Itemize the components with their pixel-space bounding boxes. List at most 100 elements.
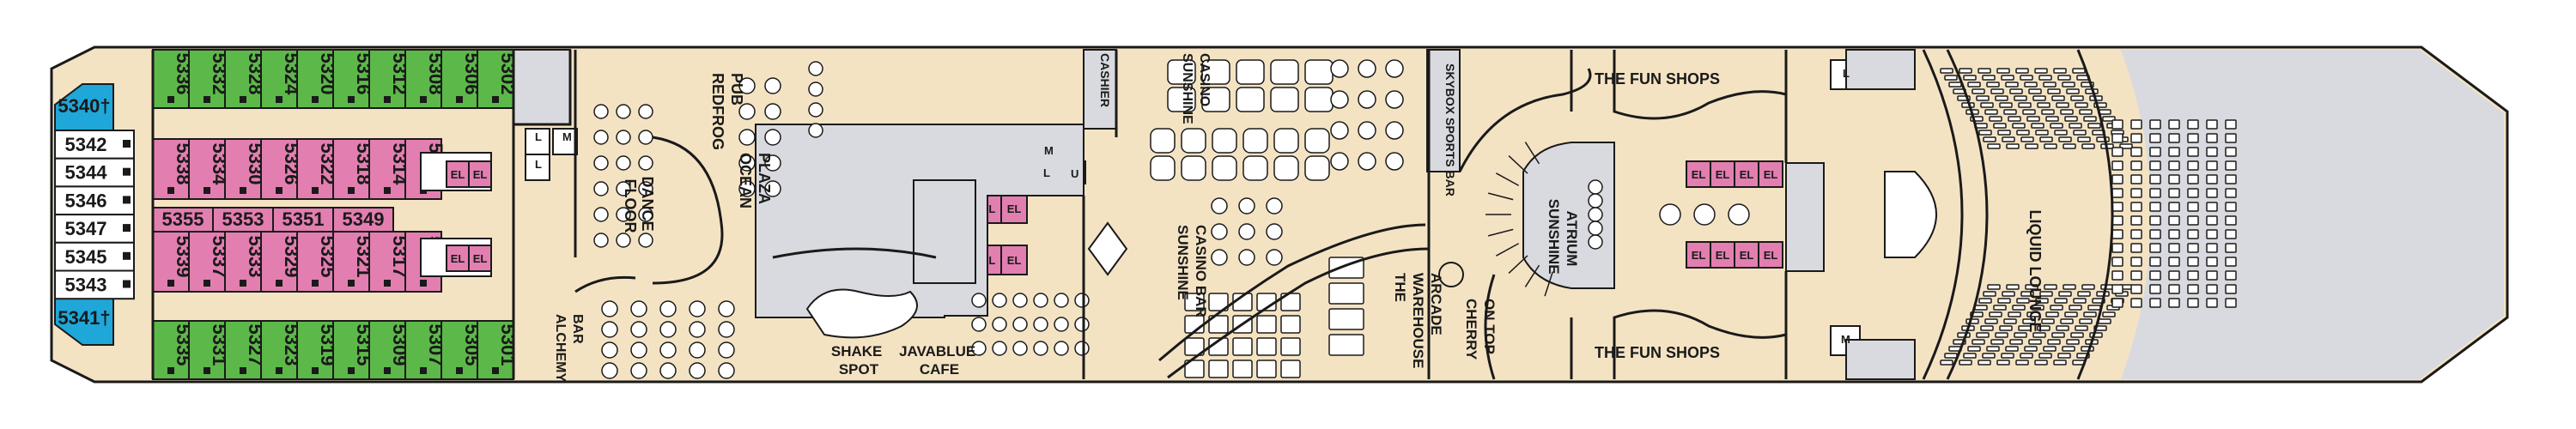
cabin-5344: [54, 157, 135, 188]
table: [2225, 133, 2237, 143]
table: [1208, 360, 1229, 378]
table: [1980, 102, 1994, 108]
small-room-labels: L L M M U L L M: [535, 67, 1850, 346]
counter: [805, 288, 918, 339]
table: [1270, 59, 1299, 85]
table: [738, 77, 756, 94]
table: [2005, 82, 2019, 88]
table: [2015, 68, 2029, 74]
cabin-number: 5340†: [58, 95, 110, 117]
table: [2016, 298, 2030, 304]
table: [2187, 284, 2199, 294]
table: [1976, 332, 1990, 338]
table: [601, 341, 618, 359]
table: [2020, 136, 2034, 142]
table: [616, 130, 631, 145]
table: [1358, 59, 1376, 78]
table: [1181, 128, 1206, 154]
table: [638, 104, 653, 119]
table: [2168, 257, 2180, 267]
table: [738, 154, 756, 172]
table: [601, 321, 618, 338]
table: [2050, 123, 2063, 129]
table: [1201, 87, 1230, 112]
table: [2054, 130, 2068, 136]
table: [2024, 346, 2038, 352]
table: [738, 103, 756, 120]
table: [1995, 332, 2008, 338]
table: [2031, 305, 2044, 311]
table: [2187, 160, 2199, 171]
table: [2025, 284, 2038, 290]
table: [2035, 298, 2049, 304]
lift-m-3: M: [1841, 333, 1850, 346]
elevator: [1000, 245, 1028, 275]
stage: [1884, 171, 1937, 258]
table: [2119, 143, 2133, 149]
wall-line: [1458, 68, 1592, 172]
furniture-layer: [593, 59, 2237, 379]
palm-icon: [1438, 262, 1464, 287]
table: [2206, 188, 2218, 198]
table: [2168, 243, 2180, 253]
cabin-marker-icon: [420, 280, 427, 287]
cabin-5333: [224, 231, 262, 293]
cabin-marker-icon: [312, 187, 319, 194]
table: [2168, 270, 2180, 281]
table: [616, 181, 631, 196]
table: [2077, 136, 2091, 142]
cabin-marker-icon: [348, 187, 355, 194]
table: [2149, 174, 2161, 184]
table: [2070, 332, 2084, 338]
lift-l-3: L: [1043, 166, 1050, 179]
table: [2062, 82, 2075, 88]
table: [2206, 270, 2218, 281]
table: [2102, 311, 2116, 317]
table: [1965, 318, 1979, 324]
table: [2002, 136, 2015, 142]
lift-l-2: L: [535, 158, 542, 171]
table: [1997, 298, 2011, 304]
wall-line: [1946, 49, 1989, 380]
table: [2111, 188, 2123, 198]
table: [2130, 147, 2142, 157]
elevator-label: EL: [473, 252, 488, 265]
table: [2063, 143, 2076, 149]
table: [1948, 82, 1962, 88]
table: [1986, 346, 2000, 352]
table: [2187, 202, 2199, 212]
table: [2058, 291, 2072, 297]
table: [1385, 152, 1404, 171]
table: [2130, 188, 2142, 198]
table: [971, 341, 987, 356]
table: [2187, 133, 2199, 143]
table: [1212, 155, 1237, 181]
cabin-marker-icon: [123, 167, 131, 176]
table: [2034, 68, 2048, 74]
table: [1304, 128, 1330, 154]
table: [764, 103, 781, 120]
table: [1304, 59, 1334, 85]
table: [1330, 121, 1349, 140]
table: [638, 130, 653, 145]
table: [2062, 346, 2075, 352]
cabin-marker-icon: [123, 140, 131, 148]
table: [1238, 249, 1255, 266]
table: [1212, 128, 1237, 154]
table: [2130, 298, 2142, 308]
table: [2130, 257, 2142, 267]
table: [616, 207, 631, 222]
cabin-number: 5342: [65, 134, 107, 155]
table: [1978, 68, 1991, 74]
table: [808, 102, 823, 118]
table: [2225, 174, 2237, 184]
table: [1358, 152, 1376, 171]
elevator-label: EL: [1764, 168, 1778, 181]
table: [2225, 147, 2237, 157]
table: [2149, 229, 2161, 239]
label-sunshine-atrium: SUNSHINE ATRIUM: [1546, 199, 1580, 279]
table: [2045, 311, 2059, 317]
table: [2168, 188, 2180, 198]
table: [2187, 229, 2199, 239]
cabin-5347: [54, 214, 135, 244]
